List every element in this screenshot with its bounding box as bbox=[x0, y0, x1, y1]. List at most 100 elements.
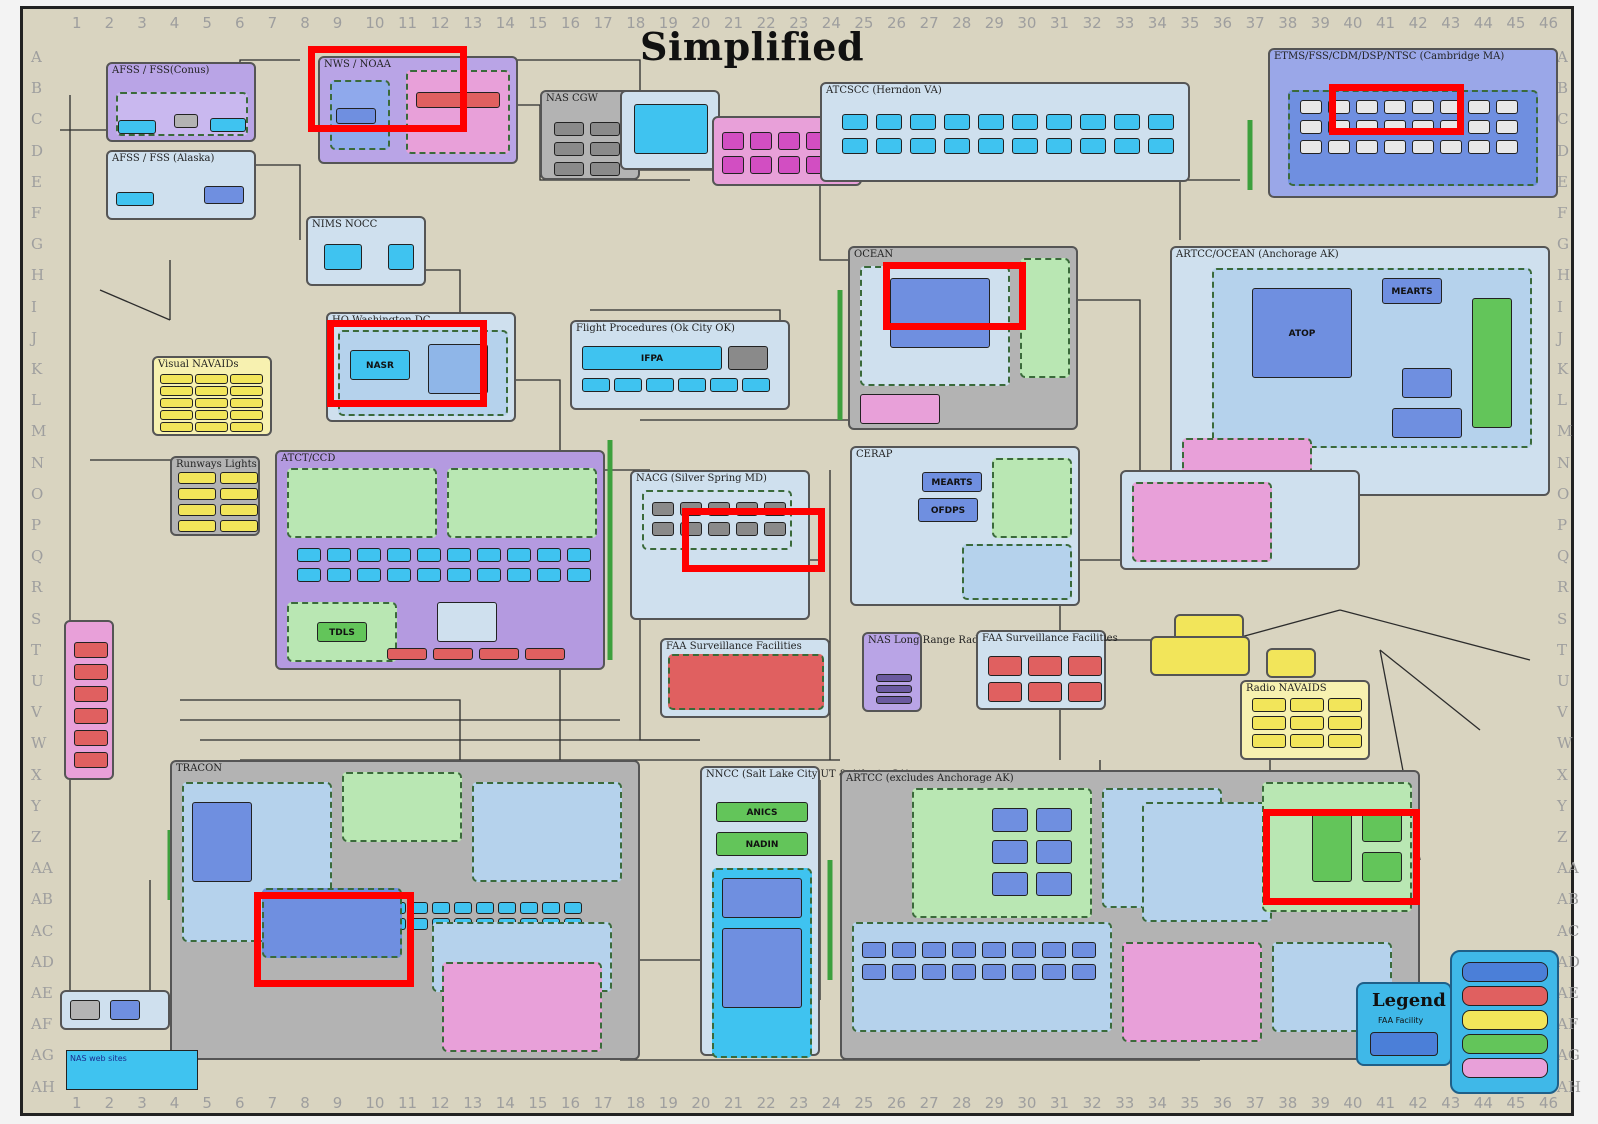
atct-ccd-block-title: ATCT/CCD bbox=[281, 453, 335, 464]
component-box bbox=[195, 386, 228, 396]
component-box bbox=[195, 398, 228, 408]
component-box bbox=[220, 488, 258, 500]
component-box bbox=[1012, 114, 1038, 130]
component-box bbox=[778, 132, 800, 150]
component-box bbox=[174, 114, 198, 128]
component-box bbox=[230, 410, 263, 420]
component-box bbox=[1028, 656, 1062, 676]
atop-node: ATOP bbox=[1252, 288, 1352, 378]
component-box bbox=[1468, 100, 1490, 114]
component-box bbox=[1496, 140, 1518, 154]
component-box bbox=[614, 378, 642, 392]
sub-area bbox=[472, 782, 622, 882]
component-box bbox=[74, 664, 108, 680]
etms-block-title: ETMS/FSS/CDM/DSP/NTSC (Cambridge MA) bbox=[1274, 51, 1504, 62]
component-box bbox=[1072, 942, 1096, 958]
component-box bbox=[507, 568, 531, 582]
component-box bbox=[230, 422, 263, 432]
highlight-tracon-lower bbox=[254, 892, 414, 987]
component-box bbox=[1412, 140, 1434, 154]
component-box bbox=[74, 686, 108, 702]
anics-node: ANICS bbox=[716, 802, 808, 822]
component-box bbox=[1440, 140, 1462, 154]
component-box bbox=[922, 964, 946, 980]
component-box bbox=[1496, 100, 1518, 114]
component-box bbox=[327, 548, 351, 562]
component-box bbox=[230, 386, 263, 396]
component-box bbox=[1300, 100, 1322, 114]
component-box bbox=[1114, 138, 1140, 154]
visual-navaids-block-title: Visual NAVAIDs bbox=[158, 359, 239, 370]
left-column-block bbox=[64, 620, 114, 780]
component-box bbox=[230, 374, 263, 384]
component-box bbox=[988, 656, 1022, 676]
component-box bbox=[477, 548, 501, 562]
component-box bbox=[525, 648, 565, 660]
sub-area bbox=[962, 544, 1072, 600]
component-box bbox=[1290, 716, 1324, 730]
component-box bbox=[327, 568, 351, 582]
atc-ocean-lower bbox=[1120, 470, 1360, 570]
component-box bbox=[1328, 698, 1362, 712]
component-box bbox=[910, 114, 936, 130]
component-box bbox=[192, 802, 252, 882]
sub-area bbox=[1142, 802, 1272, 922]
component-box bbox=[1328, 716, 1362, 730]
component-box bbox=[1472, 298, 1512, 428]
component-box bbox=[204, 186, 244, 204]
component-box bbox=[922, 942, 946, 958]
component-box bbox=[1036, 872, 1072, 896]
sub-area bbox=[668, 654, 824, 710]
component-box bbox=[324, 244, 362, 270]
component-box bbox=[1328, 140, 1350, 154]
component-box bbox=[564, 902, 582, 914]
sub-area bbox=[342, 772, 462, 842]
component-box bbox=[432, 902, 450, 914]
component-box bbox=[1252, 734, 1286, 748]
component-box bbox=[178, 504, 216, 516]
component-box bbox=[387, 548, 411, 562]
component-box bbox=[110, 1000, 140, 1020]
component-box bbox=[1468, 120, 1490, 134]
component-box bbox=[1496, 120, 1518, 134]
component-box bbox=[728, 346, 768, 370]
component-box bbox=[554, 162, 584, 176]
component-box bbox=[952, 942, 976, 958]
component-box bbox=[160, 422, 193, 432]
component-box bbox=[507, 548, 531, 562]
component-box bbox=[944, 138, 970, 154]
sub-area bbox=[1132, 482, 1272, 562]
component-box bbox=[195, 410, 228, 420]
component-box bbox=[297, 548, 321, 562]
sub-area bbox=[1122, 942, 1262, 1042]
component-box bbox=[876, 685, 912, 693]
component-box bbox=[978, 138, 1004, 154]
component-box bbox=[554, 122, 584, 136]
component-box bbox=[634, 104, 708, 154]
component-box bbox=[1252, 716, 1286, 730]
component-box bbox=[220, 504, 258, 516]
component-box bbox=[862, 942, 886, 958]
component-box bbox=[210, 118, 246, 132]
legend-key-blue bbox=[1462, 962, 1548, 982]
component-box bbox=[447, 568, 471, 582]
component-box bbox=[876, 674, 912, 682]
component-box bbox=[476, 902, 494, 914]
highlight-ocean-atc bbox=[883, 262, 1026, 330]
legend-key-yellow bbox=[1462, 1010, 1548, 1030]
mearts-node: MEARTS bbox=[1382, 278, 1442, 304]
surveillance-right-block-title: FAA Surveillance Facilities bbox=[982, 633, 1118, 644]
component-box bbox=[160, 386, 193, 396]
runways-block: Runways Lights bbox=[170, 456, 260, 536]
component-box bbox=[778, 156, 800, 174]
cerap-block-title: CERAP bbox=[856, 449, 892, 460]
component-box bbox=[454, 902, 472, 914]
component-box bbox=[1068, 682, 1102, 702]
component-box bbox=[387, 648, 427, 660]
component-box bbox=[992, 872, 1028, 896]
component-box bbox=[1356, 140, 1378, 154]
component-box bbox=[74, 752, 108, 768]
component-box bbox=[1046, 138, 1072, 154]
artcc-ocean-block-title: ARTCC/OCEAN (Anchorage AK) bbox=[1176, 249, 1339, 260]
component-box bbox=[1402, 368, 1452, 398]
